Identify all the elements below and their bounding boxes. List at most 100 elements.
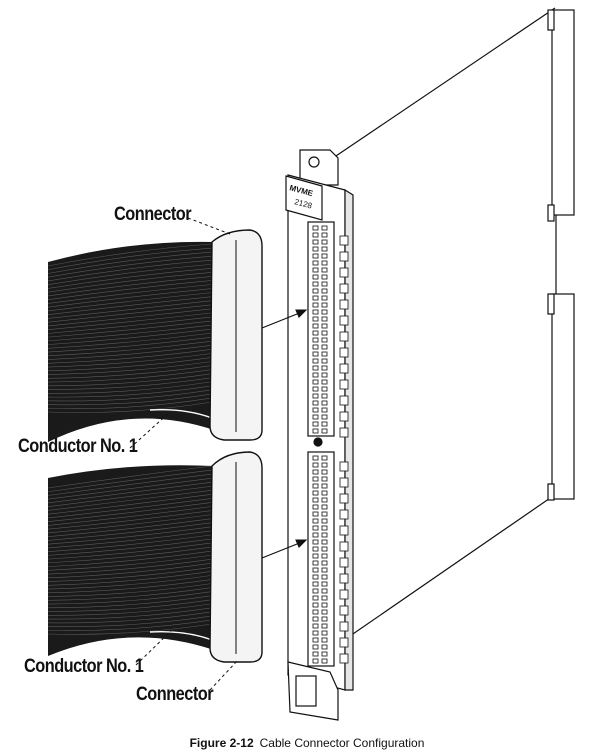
rear-connector-upper xyxy=(551,9,575,216)
conductor-line xyxy=(47,284,213,304)
conductor-line xyxy=(47,385,213,398)
conductor-line xyxy=(47,300,213,319)
connector-pin xyxy=(312,483,319,489)
connector-pin xyxy=(321,518,328,524)
connector-pin xyxy=(312,539,319,545)
conductor-line xyxy=(47,292,213,312)
connector-pin xyxy=(321,567,328,573)
connector-pin xyxy=(312,393,319,399)
conductor-line xyxy=(47,542,213,560)
connector-pin xyxy=(321,637,328,643)
panel-tooth xyxy=(339,589,349,600)
rear-connector-lower xyxy=(551,293,575,500)
conductor-line xyxy=(47,583,213,597)
conductor-line xyxy=(47,603,213,616)
panel-tooth xyxy=(339,573,349,584)
conductor-line xyxy=(47,566,213,582)
conductor-line xyxy=(47,587,213,601)
connector-pin xyxy=(312,358,319,364)
conductor-line xyxy=(47,591,213,605)
panel-tooth xyxy=(339,379,349,390)
connector-pin xyxy=(312,232,319,238)
conductor-line xyxy=(47,389,213,402)
connector-pin xyxy=(312,630,319,636)
conductor-line xyxy=(47,481,213,504)
label-conductor-bottom: Conductor No. 1 xyxy=(24,656,144,677)
connector-pin xyxy=(321,525,328,531)
vme-board xyxy=(329,7,575,637)
connector-pin xyxy=(321,323,328,329)
conductor-line xyxy=(47,296,213,315)
conductor-line xyxy=(47,272,213,293)
conductor-line xyxy=(47,607,213,620)
connector-pin xyxy=(321,560,328,566)
panel-tooth xyxy=(339,363,349,374)
ribbon-cable-bottom xyxy=(47,451,263,663)
panel-tooth xyxy=(339,411,349,422)
connector-pin xyxy=(312,469,319,475)
conductor-line xyxy=(47,611,213,624)
connector-pin xyxy=(321,260,328,266)
conductor-line xyxy=(47,502,213,522)
conductor-line xyxy=(47,575,213,590)
conductor-line xyxy=(47,485,213,508)
connector-pin xyxy=(312,644,319,650)
panel-tooth xyxy=(339,525,349,536)
connector-pin xyxy=(312,316,319,322)
conductor-line xyxy=(47,332,213,349)
conductor-line xyxy=(47,353,213,368)
front-connector-lower xyxy=(307,451,335,667)
conductor-line xyxy=(47,538,213,556)
connector-pin xyxy=(321,386,328,392)
connector-pin xyxy=(321,588,328,594)
connector-pin xyxy=(312,588,319,594)
conductor-line xyxy=(47,571,213,586)
connector-pin xyxy=(312,309,319,315)
connector-pin xyxy=(312,553,319,559)
connector-pin xyxy=(321,400,328,406)
conductor-line xyxy=(47,361,213,375)
connector-pin xyxy=(321,330,328,336)
conductor-line xyxy=(47,312,213,330)
connector-pin xyxy=(312,490,319,496)
connector-pin xyxy=(312,239,319,245)
conductor-line xyxy=(47,381,213,394)
connector-pin xyxy=(312,581,319,587)
connector-pin xyxy=(312,260,319,266)
connector-pin xyxy=(312,288,319,294)
connector-pin xyxy=(321,651,328,657)
connector-pin xyxy=(321,428,328,434)
conductor-line xyxy=(47,558,213,575)
conductor-line xyxy=(47,506,213,526)
conductor-line xyxy=(47,550,213,567)
connector-pin xyxy=(321,379,328,385)
connector-pin xyxy=(321,497,328,503)
conductor-line xyxy=(47,255,213,278)
conductor-line xyxy=(47,280,213,300)
connector-pin xyxy=(321,267,328,273)
connector-pin xyxy=(312,602,319,608)
connector-pin xyxy=(321,616,328,622)
conductor-line xyxy=(47,526,213,545)
connector-pins-upper xyxy=(312,225,328,434)
panel-tooth xyxy=(339,557,349,568)
connector-pin xyxy=(312,616,319,622)
conductor-line xyxy=(47,320,213,338)
connector-pin xyxy=(312,253,319,259)
connector-pin xyxy=(321,309,328,315)
connector-pin xyxy=(312,609,319,615)
connector-pin xyxy=(312,330,319,336)
connector-pin xyxy=(321,511,328,517)
connector-pin xyxy=(312,518,319,524)
connector-pin xyxy=(321,421,328,427)
conductor-line xyxy=(47,336,213,353)
conductor-line xyxy=(47,308,213,327)
connector-pin xyxy=(312,504,319,510)
conductor-line xyxy=(47,530,213,549)
connector-pin xyxy=(312,337,319,343)
connector-pin xyxy=(312,428,319,434)
conductor-line xyxy=(47,623,213,635)
connector-pin xyxy=(321,274,328,280)
conductor-line xyxy=(47,595,213,609)
figure-number: Figure 2-12 xyxy=(189,736,254,750)
